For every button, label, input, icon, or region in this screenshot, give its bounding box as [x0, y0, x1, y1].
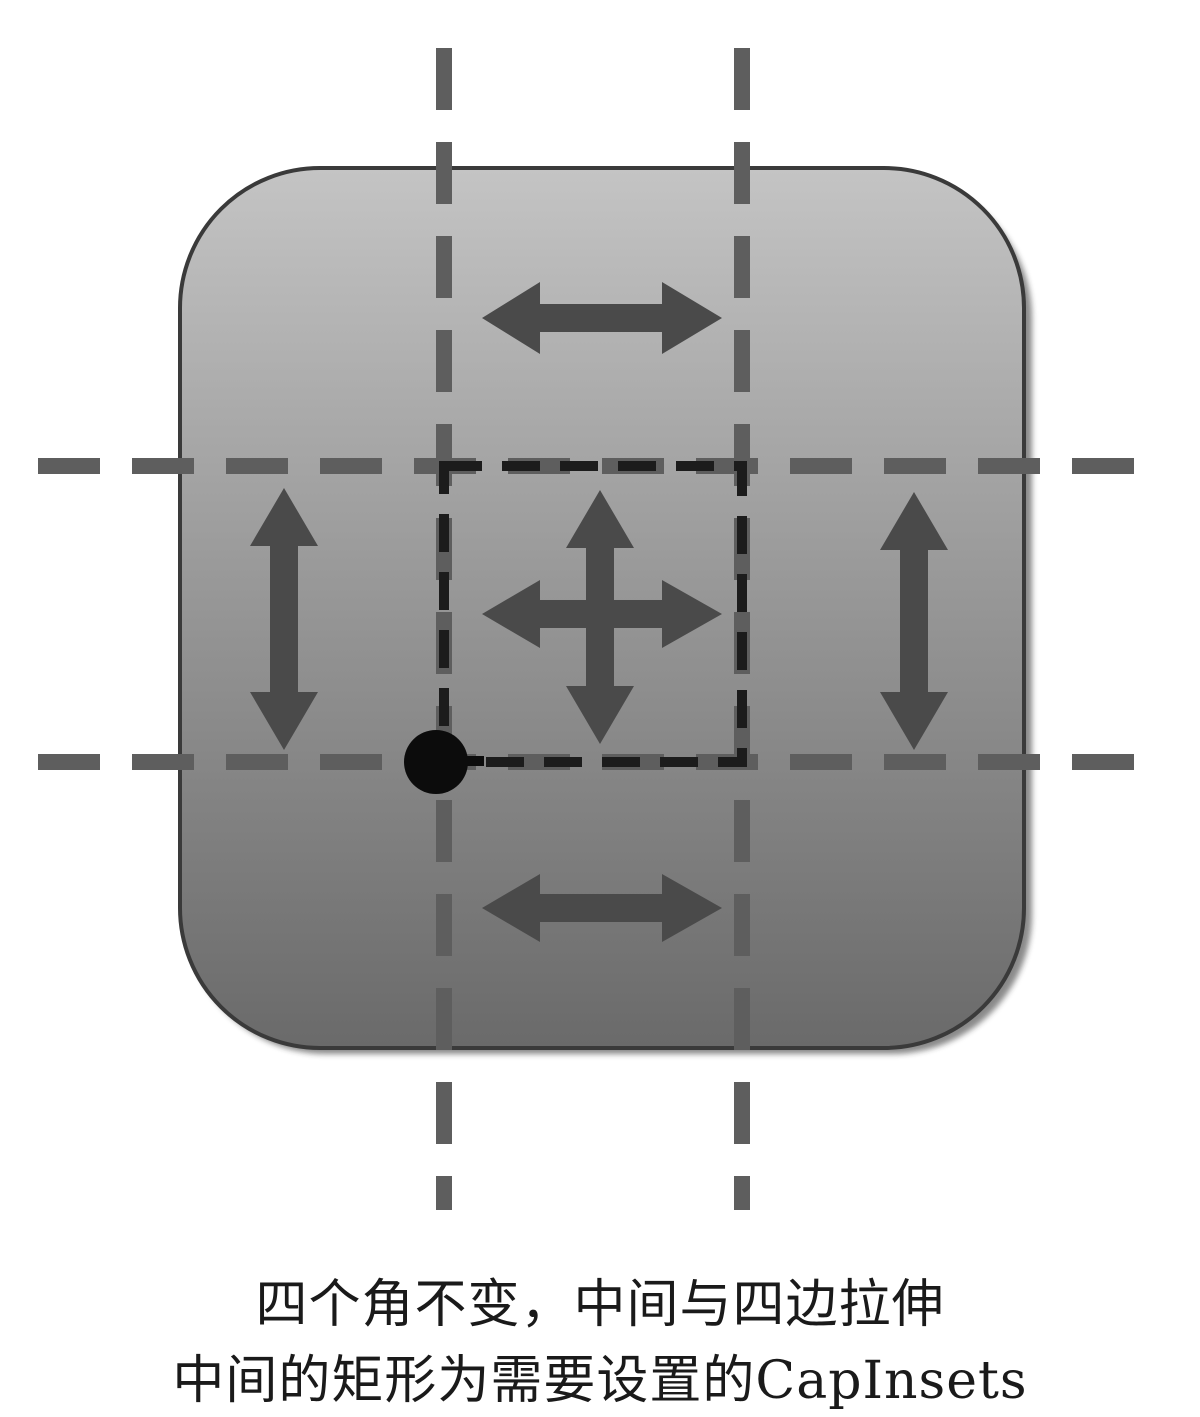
double-arrow-horizontal-icon: [482, 874, 722, 942]
stretch-arrows: [250, 282, 948, 942]
dot-marker-line: [440, 756, 484, 766]
dot-marker-icon: [404, 730, 468, 794]
capinsets-diagram: [38, 48, 1166, 1210]
caption-line-2: 中间的矩形为需要设置的CapInsets: [172, 1351, 1028, 1411]
caption-line-1: 四个角不变，中间与四边拉伸: [255, 1275, 945, 1335]
double-arrow-vertical-icon: [250, 488, 318, 750]
vertical-guides: [436, 48, 750, 1210]
capinsets-rect: [439, 461, 747, 767]
double-arrow-vertical-icon: [880, 492, 948, 750]
double-arrow-horizontal-icon: [482, 282, 722, 354]
double-arrow-vertical-icon: [566, 490, 634, 744]
